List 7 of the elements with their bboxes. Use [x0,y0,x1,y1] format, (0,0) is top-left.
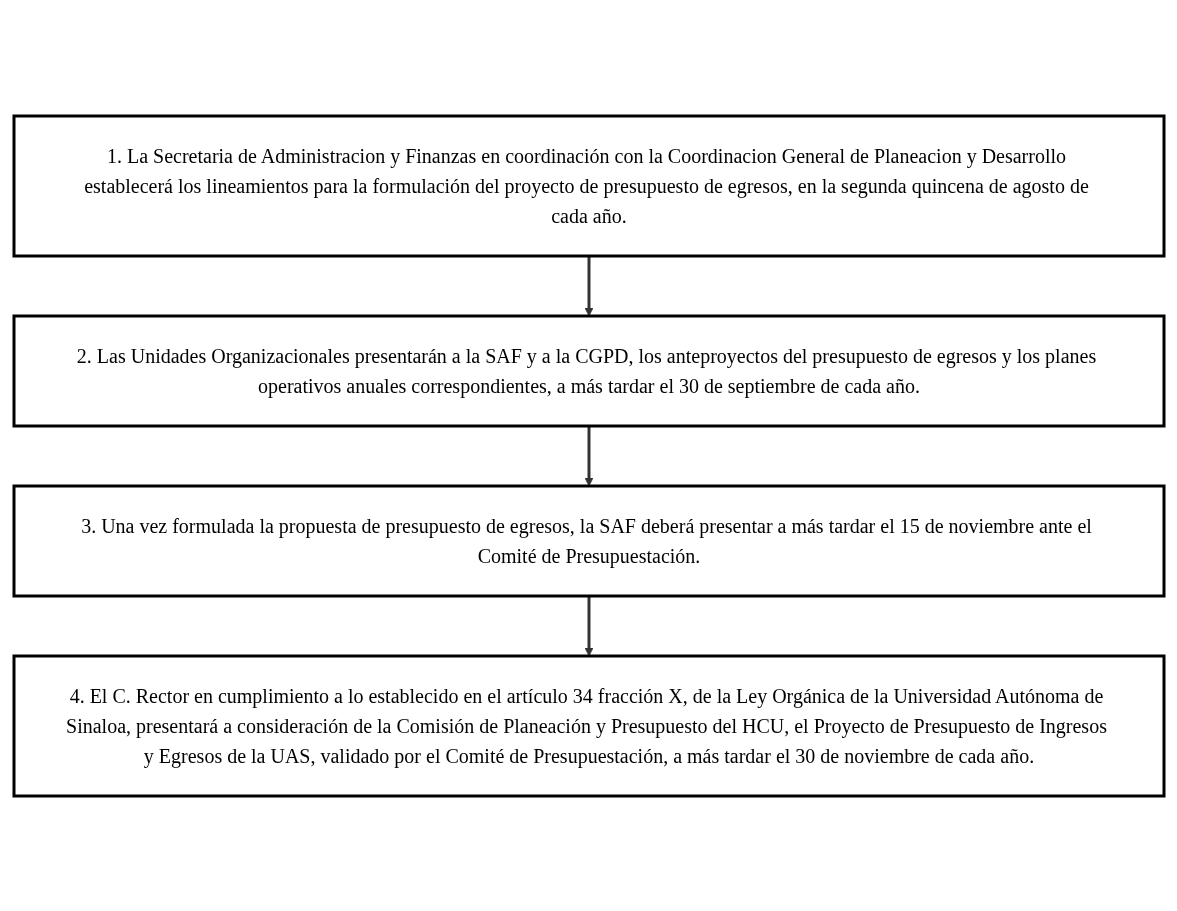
arrow [584,595,593,656]
node-box: 1. La Secretaria de Administracion y Finanzas en coordinación con la Coordinacion General de Planeacion y Desarrollo establecerá los lineamientos para la formulación del proyecto de presupuesto de egresos, en la segunda quincena de agosto de cada año. [12,114,1165,257]
arrow [584,425,593,486]
node-box: 4. El C. Rector en cumplimiento a lo establecido en el artículo 34 fracción X, de la Ley Orgánica de la Universidad Autónoma de Sinaloa, presentará a consideración de la Comisión de Planeación y Presupuesto del HCU, el Proyecto de Presupuesto de Ingresos y Egresos de la UAS, validado por el Comité de Presupuestación, a más tardar el 30 de noviembre de cada año. [12,654,1165,797]
node-box: 3. Una vez formulada la propuesta de presupuesto de egresos, la SAF deberá presentar a más tardar el 15 de noviembre ante el Comité de Presupuestación. [12,484,1165,597]
node-box: 2. Las Unidades Organizacionales presentarán a la SAF y a la CGPD, los anteproyectos del presupuesto de egresos y los planes operativos anuales correspondientes, a más tardar el 30 de septiembre de cada año. [12,314,1165,427]
arrow [584,255,593,316]
